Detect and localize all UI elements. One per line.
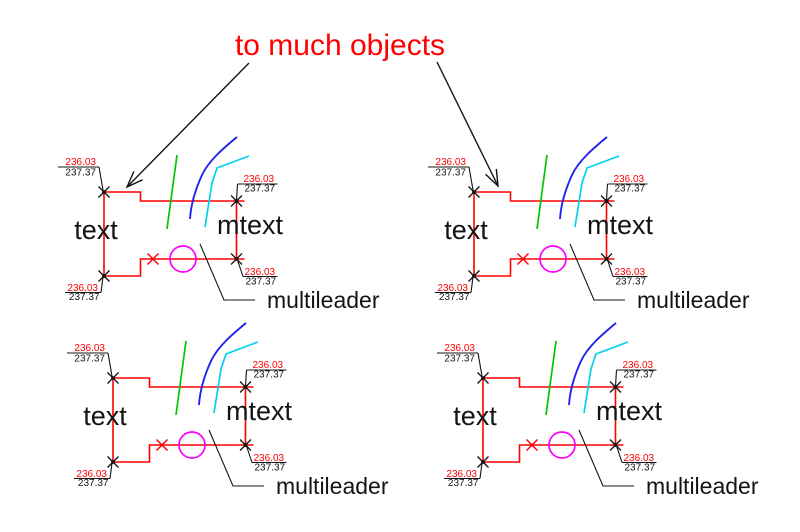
title-annotation: to much objects	[235, 29, 445, 62]
annotation-arrow-left	[125, 62, 250, 189]
cad-group-bottom-right	[437, 323, 759, 499]
annotation-arrow-right	[436, 61, 499, 188]
cad-group-bottom-left	[67, 323, 389, 499]
cad-group-top-left	[58, 137, 380, 313]
cad-group-top-right	[428, 137, 750, 313]
